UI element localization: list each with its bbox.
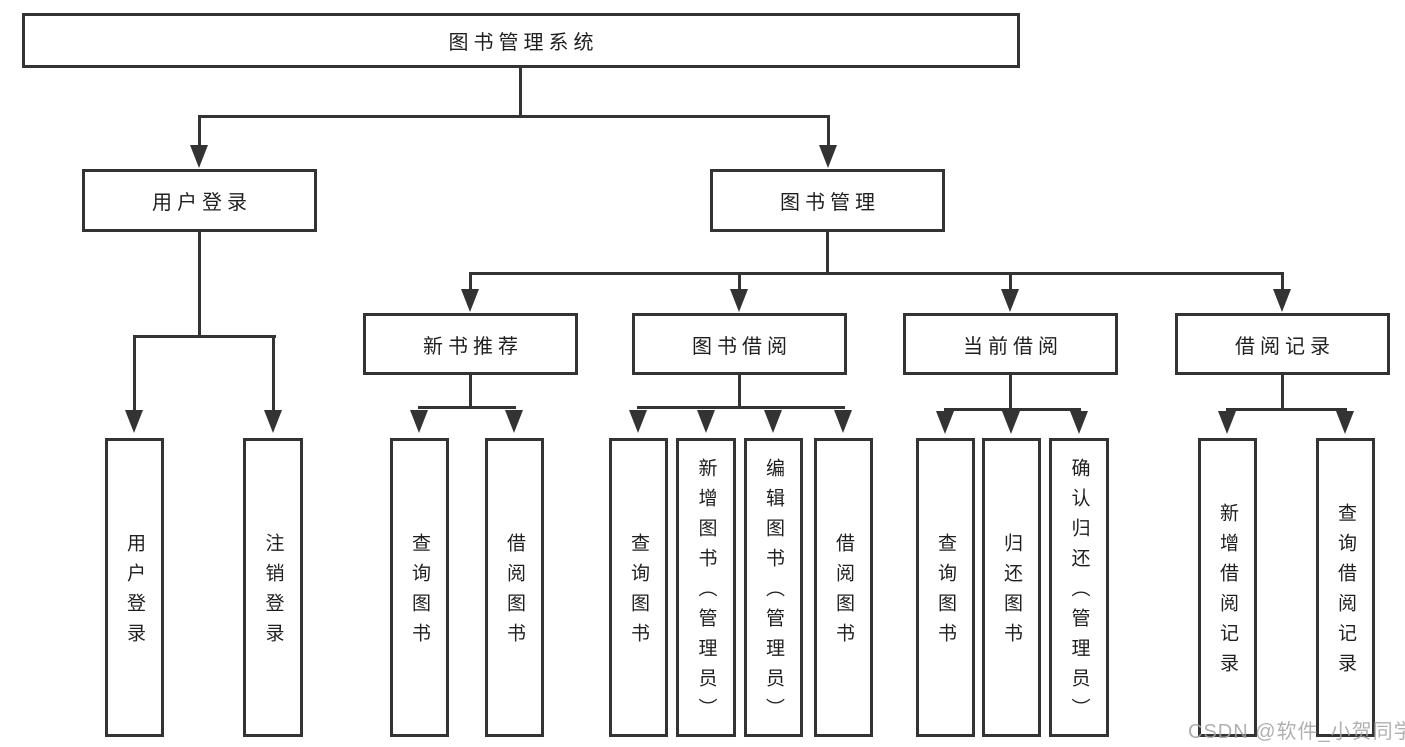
arrowhead-down-icon — [1001, 289, 1019, 312]
leaf-query-books-borrowing: 查询图书 — [609, 438, 668, 737]
leaf-user-login: 用户登录 — [105, 438, 164, 737]
connector-hline — [418, 406, 516, 409]
node-borrowing-records: 借阅记录 — [1175, 313, 1390, 375]
connector-vline — [198, 232, 201, 337]
connector-hline — [133, 335, 276, 338]
connector-hline — [944, 408, 1081, 411]
leaf-query-borrow-record: 查询借阅记录 — [1316, 438, 1375, 737]
connector-hline — [469, 272, 1284, 275]
arrowhead-down-icon — [1336, 411, 1354, 434]
leaf-add-books-admin: 新增图书（管理员） — [676, 438, 736, 737]
arrowhead-down-icon — [410, 410, 428, 433]
arrowhead-down-icon — [764, 410, 782, 433]
connector-vline — [1281, 272, 1284, 292]
leaf-add-borrow-record: 新增借阅记录 — [1198, 438, 1257, 737]
leaf-return-books: 归还图书 — [982, 438, 1041, 737]
arrowhead-down-icon — [819, 145, 837, 168]
connector-vline — [1009, 375, 1012, 410]
leaf-query-books-current: 查询图书 — [916, 438, 975, 737]
arrowhead-down-icon — [834, 410, 852, 433]
node-book-borrowing: 图书借阅 — [632, 313, 847, 375]
arrowhead-down-icon — [461, 289, 479, 312]
leaf-borrow-books-recommend: 借阅图书 — [485, 438, 544, 737]
arrowhead-down-icon — [190, 145, 208, 168]
arrowhead-down-icon — [1002, 411, 1020, 434]
arrowhead-down-icon — [629, 410, 647, 433]
arrowhead-down-icon — [697, 410, 715, 433]
connector-hline — [637, 406, 845, 409]
connector-vline — [272, 335, 275, 413]
csdn-watermark: CSDN @软件_小贺同学 — [1188, 721, 1405, 743]
arrowhead-down-icon — [1070, 411, 1088, 434]
leaf-borrow-books-borrowing: 借阅图书 — [814, 438, 873, 737]
leaf-edit-books-admin: 编辑图书（管理员） — [744, 438, 803, 737]
connector-vline — [738, 375, 741, 408]
connector-vline — [1009, 272, 1012, 292]
arrowhead-down-icon — [936, 411, 954, 434]
node-library-management-system: 图书管理系统 — [22, 13, 1020, 68]
connector-vline — [827, 115, 830, 148]
node-book-management: 图书管理 — [710, 169, 945, 232]
connector-vline — [826, 232, 829, 274]
connector-vline — [1281, 375, 1284, 410]
arrowhead-down-icon — [730, 289, 748, 312]
connector-vline — [738, 272, 741, 292]
arrowhead-down-icon — [264, 410, 282, 433]
connector-vline — [198, 115, 201, 148]
connector-vline — [133, 335, 136, 413]
leaf-query-books-recommend: 查询图书 — [390, 438, 449, 737]
node-user-login: 用户登录 — [82, 169, 317, 232]
connector-vline — [469, 272, 472, 292]
connector-vline — [469, 375, 472, 408]
arrowhead-down-icon — [1218, 411, 1236, 434]
node-new-book-recommend: 新书推荐 — [363, 313, 578, 375]
arrowhead-down-icon — [1273, 289, 1291, 312]
arrowhead-down-icon — [125, 410, 143, 433]
leaf-logout: 注销登录 — [243, 438, 303, 737]
node-current-borrowing: 当前借阅 — [903, 313, 1118, 375]
connector-hline — [198, 115, 830, 118]
connector-vline — [519, 66, 522, 117]
connector-hline — [1226, 408, 1347, 411]
arrowhead-down-icon — [505, 410, 523, 433]
leaf-confirm-return-admin: 确认归还（管理员） — [1049, 438, 1109, 737]
